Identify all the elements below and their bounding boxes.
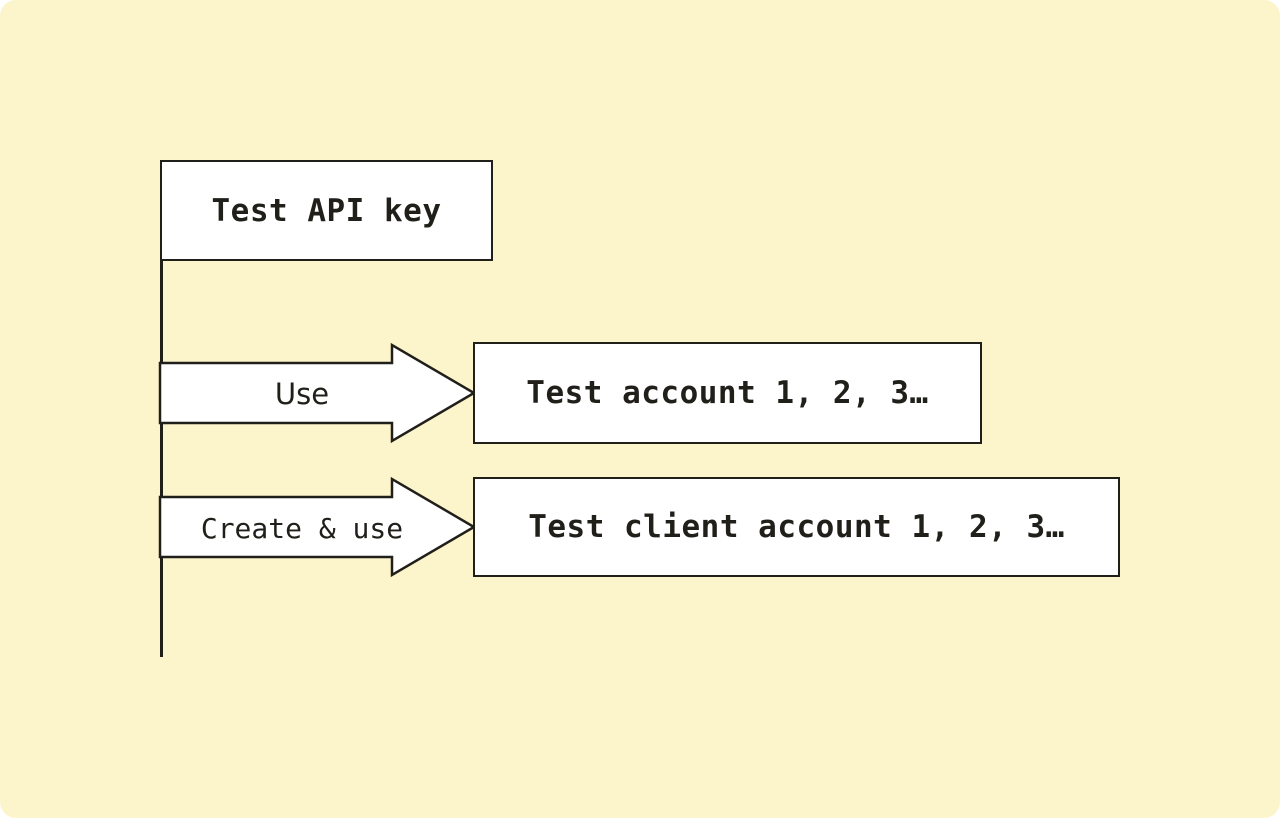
root-node-test-api-key: Test API key [160,160,493,261]
right-arrow-shape [158,476,477,578]
use-branch-arrow-icon [158,342,477,444]
right-arrow-shape [158,342,477,444]
create-use-branch-arrow-icon [158,476,477,578]
target-node-test-client-account: Test client account 1, 2, 3… [473,477,1120,577]
use-arrow-label: Use [274,377,330,411]
target-node-test-account: Test account 1, 2, 3… [473,342,982,444]
create-use-arrow-label: Create & use [200,511,404,545]
trunk-connector-line [160,260,163,657]
